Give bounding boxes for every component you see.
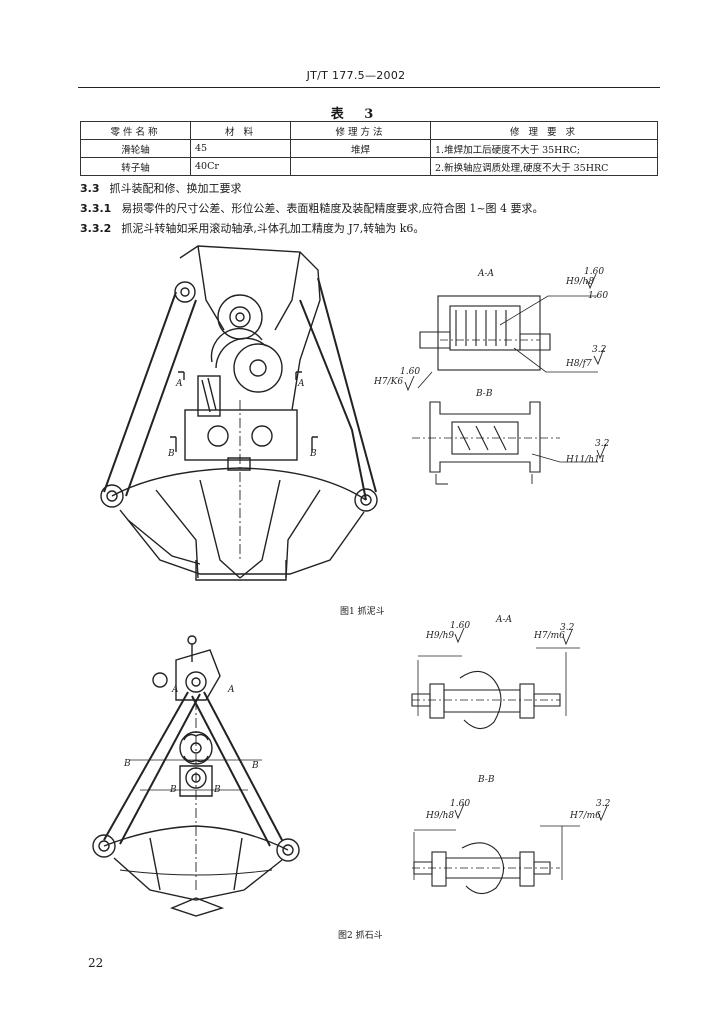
section-label: A bbox=[175, 379, 183, 389]
section-heading: 3.3 抓斗装配和修、换加工要求 bbox=[80, 180, 242, 196]
roughness-value: 1.60 bbox=[450, 621, 470, 631]
section-label: A bbox=[171, 685, 179, 695]
figure2-main-view bbox=[92, 635, 300, 917]
section-label: B bbox=[251, 761, 259, 771]
section-label: B bbox=[213, 785, 221, 795]
figure-caption: 图2 抓石斗 bbox=[338, 931, 383, 941]
section-label: A bbox=[297, 379, 305, 389]
table-caption: 表 3 bbox=[330, 107, 382, 122]
figure2-section-aa bbox=[411, 647, 580, 730]
roughness-value: 3.2 bbox=[596, 799, 611, 809]
table-cell-requirement: 2.新换轴应调质处理,硬度不大于 35HRC bbox=[430, 157, 658, 176]
section-label: B-B bbox=[475, 389, 493, 399]
figure1-section-aa bbox=[417, 295, 598, 389]
figure2-section-bb bbox=[412, 825, 580, 895]
fit-label: H7/m6 bbox=[533, 631, 565, 641]
roughness-value: 3.2 bbox=[592, 345, 607, 355]
header-rule bbox=[78, 87, 660, 88]
section-title: 抓斗装配和修、换加工要求 bbox=[109, 182, 242, 195]
figure1-main-view bbox=[100, 245, 378, 581]
section-label: B bbox=[309, 449, 317, 459]
fit-label: H9/h9 bbox=[425, 631, 454, 641]
roughness-value: 1.60 bbox=[450, 799, 470, 809]
figure1-section-bb bbox=[412, 401, 598, 485]
clause-number: 3.3.1 bbox=[80, 202, 112, 215]
clause-text: 抓泥斗转轴如采用滚动轴承,斗体孔加工精度为 J7,转轴为 k6。 bbox=[121, 222, 425, 235]
fit-label: H7/K6 bbox=[373, 377, 403, 387]
fit-label: H9/h8 bbox=[565, 277, 594, 287]
section-number: 3.3 bbox=[80, 182, 100, 195]
section-label: B-B bbox=[477, 775, 495, 785]
clause-number: 3.3.2 bbox=[80, 222, 112, 235]
section-label: A-A bbox=[495, 615, 513, 625]
table-row: 转子轴 40Cr 2.新换轴应调质处理,硬度不大于 35HRC bbox=[80, 157, 658, 176]
fit-label: H8/f7 bbox=[565, 359, 592, 369]
fit-label: H11/h11 bbox=[565, 455, 606, 465]
table-cell-material: 40Cr bbox=[190, 157, 291, 176]
section-label: A-A bbox=[477, 269, 495, 279]
standard-code-header: JT/T 177.5—2002 bbox=[306, 69, 406, 82]
roughness-value: 1.60 bbox=[584, 267, 604, 277]
roughness-value: 1.60 bbox=[400, 367, 420, 377]
roughness-value: 3.2 bbox=[595, 439, 610, 449]
repair-spec-table: 零件名称 材 料 修理方法 修 理 要 求 滑轮轴 45 堆焊 1.堆焊加工后硬… bbox=[80, 121, 658, 176]
section-label: B bbox=[169, 785, 177, 795]
figure-caption: 图1 抓泥斗 bbox=[340, 607, 385, 617]
fit-label: H9/h8 bbox=[425, 811, 454, 821]
section-label: B bbox=[167, 449, 175, 459]
fit-label: H7/m6 bbox=[569, 811, 601, 821]
roughness-value: 3.2 bbox=[560, 623, 575, 633]
paragraph: 3.3.1 易损零件的尺寸公差、形位公差、表面粗糙度及装配精度要求,应符合图 1~… bbox=[80, 200, 544, 216]
roughness-value: 1.60 bbox=[588, 291, 608, 301]
roughness-symbols bbox=[404, 273, 608, 822]
page-number: 22 bbox=[88, 956, 104, 970]
paragraph: 3.3.2 抓泥斗转轴如采用滚动轴承,斗体孔加工精度为 J7,转轴为 k6。 bbox=[80, 220, 424, 236]
section-label: A bbox=[227, 685, 235, 695]
section-label: B bbox=[123, 759, 131, 769]
clause-text: 易损零件的尺寸公差、形位公差、表面粗糙度及装配精度要求,应符合图 1~图 4 要… bbox=[121, 202, 544, 215]
